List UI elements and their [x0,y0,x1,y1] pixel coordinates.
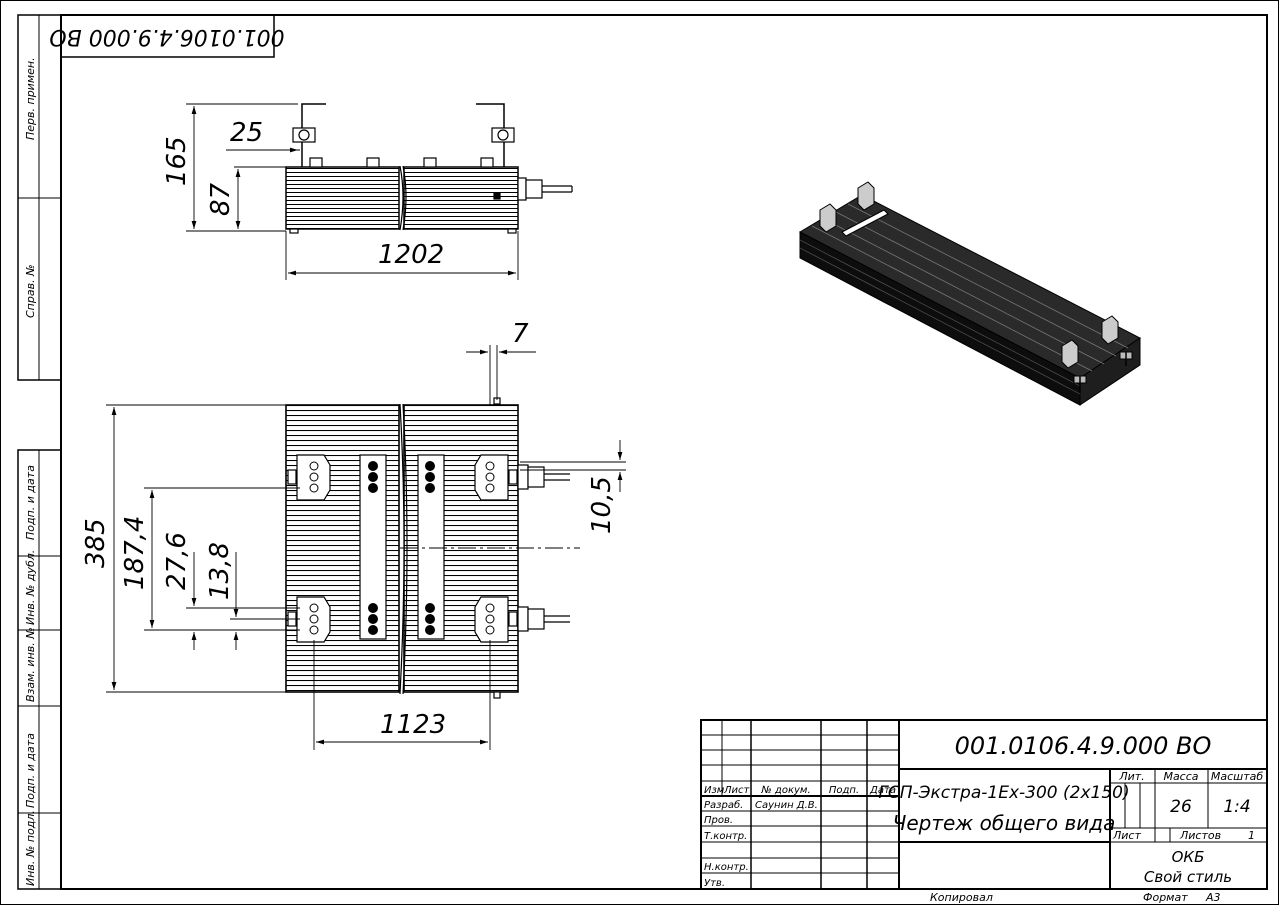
side-stamp [17,14,62,890]
title-block-text: 001.0106.4.9.000 ВО ГСП-Экстра-1Ех-300 (… [704,732,1263,889]
label-vzam-inv: Взам. инв. № [24,627,37,702]
isometric-view [798,181,1141,406]
tb-role-checked: Пров. [704,815,733,826]
tb-h-doc-no: № докум. [760,785,810,796]
tb-role-norm-control: Н.контр. [704,862,749,873]
label-podp-data-bottom: Подп. и дата [24,733,37,808]
tb-role-approved: Утв. [704,878,725,889]
plan-view-dimension-labels: 385 187,4 27,6 13,8 10,5 7 1123 [81,319,617,740]
footer-copied: Копировал [930,891,993,904]
doc-code-rotated: 001.0106.4.9.000 ВО [49,24,284,49]
side-view-dimensions [186,103,519,280]
tb-h-mass: Масса [1163,770,1198,783]
footer-format-label: Формат [1143,891,1188,904]
dim-385: 385 [81,518,111,568]
doc-code-box: 001.0106.4.9.000 ВО [49,14,285,58]
label-inv-dubl: Инв. № дубл. [24,550,37,625]
tb-org-line2: Свой стиль [1144,868,1232,886]
tb-h-date: Дата [869,785,896,796]
tb-mass-value: 26 [1170,797,1192,817]
side-view [285,103,573,234]
label-inv-podl: Инв. № подл. [24,810,37,886]
tb-developer-name: Саунин Д.В. [755,800,818,811]
footer-format-value: А3 [1205,891,1221,904]
tb-h-sign: Подп. [829,785,859,796]
plan-view-bolts [309,461,495,635]
dim-7: 7 [512,319,529,349]
tb-org-line1: ОКБ [1172,848,1205,866]
label-sprav-no: Справ. № [24,264,37,318]
label-perv-primen: Перв. примен. [24,57,37,140]
dim-25: 25 [230,118,263,148]
dim-187-4: 187,4 [120,516,150,590]
tb-h-sheets: Листов [1179,829,1221,842]
side-stamp-labels: Перв. примен. Справ. № Подп. и дата Инв.… [24,57,37,886]
plan-view-dimensions [106,345,626,750]
footer: Копировал Формат А3 [930,891,1221,904]
title-block-grid [700,719,1268,890]
tb-h-scale: Масштаб [1211,770,1263,783]
tb-role-developed: Разраб. [704,799,743,811]
tb-h-lit: Лит. [1118,770,1144,783]
label-podp-data-top: Подп. и дата [24,465,37,540]
dim-13-8: 13,8 [205,542,235,600]
tb-role-tech-control: Т.контр. [704,831,747,842]
dim-165: 165 [162,136,192,186]
dim-10-5: 10,5 [587,476,617,534]
tb-scale-value: 1:4 [1223,797,1250,817]
tb-h-list: Лист [723,785,751,796]
side-view-dimension-labels: 165 87 25 1202 [162,118,444,270]
tb-h-izm: Изм [704,785,725,796]
plan-view [285,397,570,699]
tb-designation: 001.0106.4.9.000 ВО [955,732,1212,760]
tb-product-name: ГСП-Экстра-1Ех-300 (2х150) [878,783,1129,803]
dim-1202: 1202 [378,240,444,270]
tb-sheets-count: 1 [1248,829,1255,842]
tb-drawing-type: Чертеж общего вида [893,811,1116,835]
dim-1123: 1123 [380,710,446,740]
dim-87: 87 [206,182,236,216]
dim-27-6: 27,6 [162,532,192,590]
tb-h-sheet: Лист [1112,829,1141,842]
